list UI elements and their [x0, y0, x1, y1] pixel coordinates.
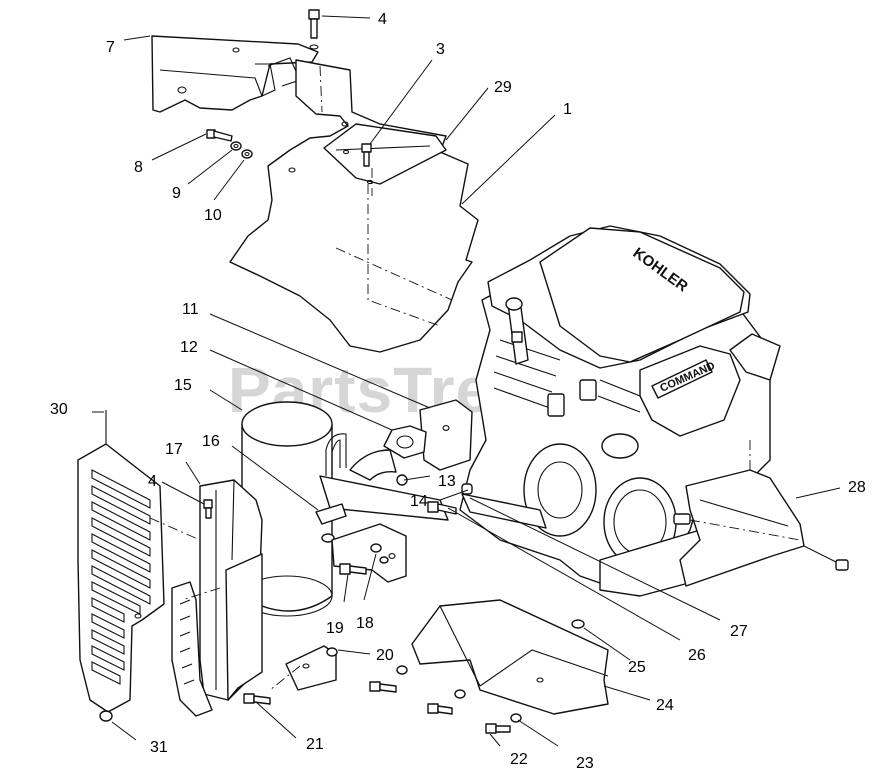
part-31-nut [99, 710, 113, 722]
callout-15: 15 [174, 377, 192, 394]
part-20-bracket [285, 645, 338, 691]
part-7-deflector [151, 35, 319, 113]
callout-18: 18 [356, 615, 374, 632]
part-1-rear-shield [229, 59, 479, 353]
callout-29: 29 [494, 79, 512, 96]
part-15-muffler [241, 401, 449, 617]
part-29-plate [323, 123, 447, 185]
callout-11: 11 [182, 301, 199, 318]
callout-30: 30 [50, 401, 68, 418]
callout-17: 17 [165, 441, 183, 458]
part-3-bolt [361, 143, 372, 167]
callout-26: 26 [688, 647, 706, 664]
part-4-bolt-top [308, 9, 320, 50]
part-18-washer [370, 543, 389, 564]
callout-14: 14 [410, 493, 428, 510]
callout-16: 16 [202, 433, 220, 450]
part-19-bolt [339, 563, 367, 575]
assembly-centre-lines [149, 65, 801, 691]
part-28-side-guard [673, 440, 805, 587]
callout-8: 8 [134, 159, 143, 176]
callout-9: 9 [172, 185, 181, 202]
callout-3: 3 [436, 41, 445, 58]
part-26-bolt [427, 501, 457, 515]
callout-24: 24 [656, 697, 674, 714]
callout-31: 31 [150, 739, 168, 756]
callout-27: 27 [730, 623, 748, 640]
callout-20: 20 [376, 647, 394, 664]
callout-19: 19 [326, 620, 344, 637]
callout-28: 28 [848, 479, 866, 496]
callout-4-lower: 4 [148, 473, 157, 490]
perforated-strip [171, 581, 213, 717]
parts-13-14-hardware [396, 474, 473, 495]
part-30-grille [77, 410, 165, 713]
callout-7: 7 [106, 39, 115, 56]
part-17-channel [199, 479, 263, 701]
part-16-clamp [315, 503, 347, 525]
callout-12: 12 [180, 339, 198, 356]
callout-10: 10 [204, 207, 222, 224]
callout-1: 1 [563, 101, 572, 118]
leader-lines [92, 15, 849, 747]
callout-25: 25 [628, 659, 646, 676]
parts-8-9-10-hardware [206, 129, 253, 159]
part-27-tube [461, 493, 547, 529]
part-21-bolt [243, 693, 271, 705]
callout-13: 13 [438, 473, 456, 490]
part-24-lower-shield [411, 599, 609, 715]
callout-labels: 1 3 4 4 7 8 9 10 11 12 13 14 15 16 17 18… [50, 11, 866, 772]
callout-23: 23 [576, 755, 594, 772]
lower-shield-bolts [369, 665, 522, 734]
part-11-bracket [419, 399, 473, 471]
callout-22: 22 [510, 751, 528, 768]
callout-21: 21 [306, 736, 324, 753]
part-25-washer [571, 619, 585, 629]
callout-4-top: 4 [378, 11, 387, 28]
